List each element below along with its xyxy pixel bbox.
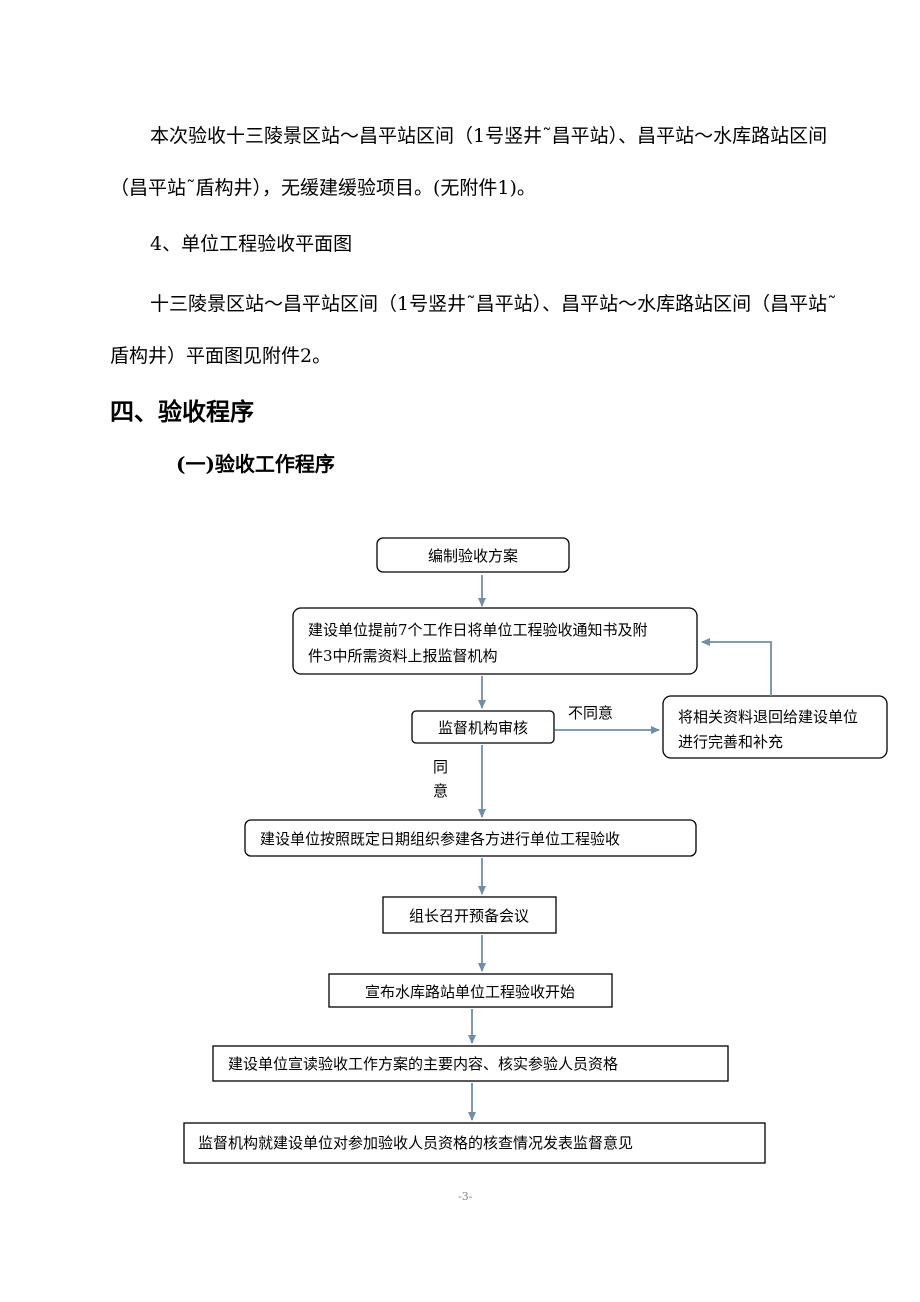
flow-text-step2-line2: 件3中所需资料上报监督机构 (308, 647, 498, 665)
subsection-heading: (一)验收工作程序 (176, 452, 335, 476)
flow-box-step1 (376, 537, 570, 573)
body-paragraph-3: 十三陵景区站～昌平站区间（1号竖井˜昌平站）、昌平站～水库路站区间（昌平站˜盾构… (110, 293, 837, 367)
flow-text-step2-line1: 建设单位提前7个工作日将单位工程验收通知书及附 (308, 621, 648, 639)
page-number: -3- (458, 1190, 473, 1203)
body-paragraph-2: 4、单位工程验收平面图 (150, 233, 353, 255)
flow-box-step4 (244, 819, 697, 857)
flow-box-step6 (328, 973, 613, 1008)
flow-label-reject: 不同意 (568, 704, 613, 722)
flow-text-reject-line2: 进行完善和补充 (678, 733, 783, 751)
flow-label-agree-2: 意 (433, 782, 448, 800)
flow-text-step7: 建设单位宣读验收工作方案的主要内容、核实参验人员资格 (228, 1055, 618, 1073)
flow-label-agree-1: 同 (433, 758, 448, 776)
flow-box-step2 (292, 607, 698, 675)
flow-text-step4: 建设单位按照既定日期组织参建各方进行单位工程验收 (260, 830, 620, 848)
flow-text-step5: 组长召开预备会议 (409, 907, 529, 925)
body-paragraph-1: 本次验收十三陵景区站～昌平站区间（1号竖井˜昌平站）、昌平站～水库路站区间（昌平… (110, 125, 828, 199)
section-heading: 四、验收程序 (110, 398, 254, 426)
flow-box-step8 (183, 1122, 766, 1164)
flow-text-step3: 监督机构审核 (438, 719, 528, 737)
flow-text-step6: 宣布水库路站单位工程验收开始 (365, 983, 575, 1001)
flow-box-step3 (411, 710, 555, 744)
flow-box-step7 (212, 1045, 729, 1082)
flow-box-reject (662, 695, 888, 759)
flow-text-reject-line1: 将相关资料退回给建设单位 (678, 708, 858, 726)
flow-text-step1: 编制验收方案 (428, 547, 518, 565)
flow-text-step8: 监督机构就建设单位对参加验收人员资格的核查情况发表监督意见 (198, 1134, 633, 1152)
flow-box-step5 (382, 896, 557, 934)
arrow-return (701, 638, 772, 696)
